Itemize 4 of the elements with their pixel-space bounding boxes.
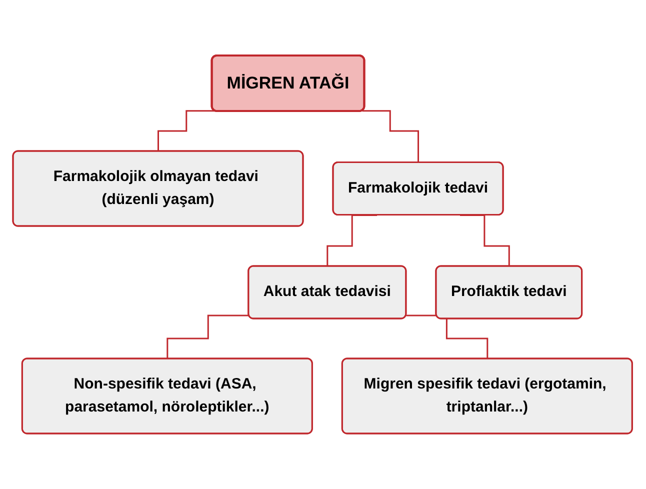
- connector: [362, 110, 420, 164]
- connector: [167, 314, 250, 360]
- connector: [158, 110, 216, 152]
- connector: [406, 314, 489, 360]
